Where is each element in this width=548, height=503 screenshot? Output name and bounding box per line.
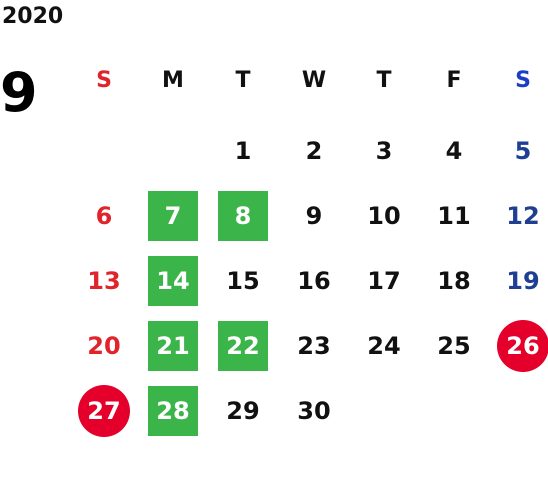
day-29[interactable]: 29 [226,397,260,425]
day-17[interactable]: 17 [367,267,401,295]
day-12[interactable]: 12 [506,202,540,230]
day-9[interactable]: 9 [305,202,323,230]
day-14[interactable]: 14 [148,256,198,306]
weekday-tuesday: T [235,68,251,93]
weekday-thursday: T [376,68,392,93]
day-5[interactable]: 5 [514,137,532,165]
day-15[interactable]: 15 [226,267,260,295]
day-19[interactable]: 19 [506,267,540,295]
day-2[interactable]: 2 [305,137,323,165]
weekday-wednesday: W [301,68,327,93]
day-1[interactable]: 1 [234,137,252,165]
day-30[interactable]: 30 [297,397,331,425]
day-28[interactable]: 28 [148,386,198,436]
day-21[interactable]: 21 [148,321,198,371]
day-10[interactable]: 10 [367,202,401,230]
day-20[interactable]: 20 [87,332,121,360]
month-number: 9 [0,61,38,124]
day-23[interactable]: 23 [297,332,331,360]
day-6[interactable]: 6 [95,202,113,230]
day-16[interactable]: 16 [297,267,331,295]
day-4[interactable]: 4 [445,137,463,165]
day-8[interactable]: 8 [218,191,268,241]
day-27[interactable]: 27 [78,385,130,437]
weekday-friday: F [446,68,462,93]
day-24[interactable]: 24 [367,332,401,360]
year-label: 2020 [2,4,64,29]
weekday-sunday: S [96,68,112,93]
weekday-saturday: S [515,68,531,93]
day-7[interactable]: 7 [148,191,198,241]
day-11[interactable]: 11 [437,202,471,230]
weekday-monday: M [162,68,184,93]
day-18[interactable]: 18 [437,267,471,295]
day-13[interactable]: 13 [87,267,121,295]
day-26[interactable]: 26 [497,320,548,372]
day-25[interactable]: 25 [437,332,471,360]
day-22[interactable]: 22 [218,321,268,371]
day-3[interactable]: 3 [375,137,393,165]
